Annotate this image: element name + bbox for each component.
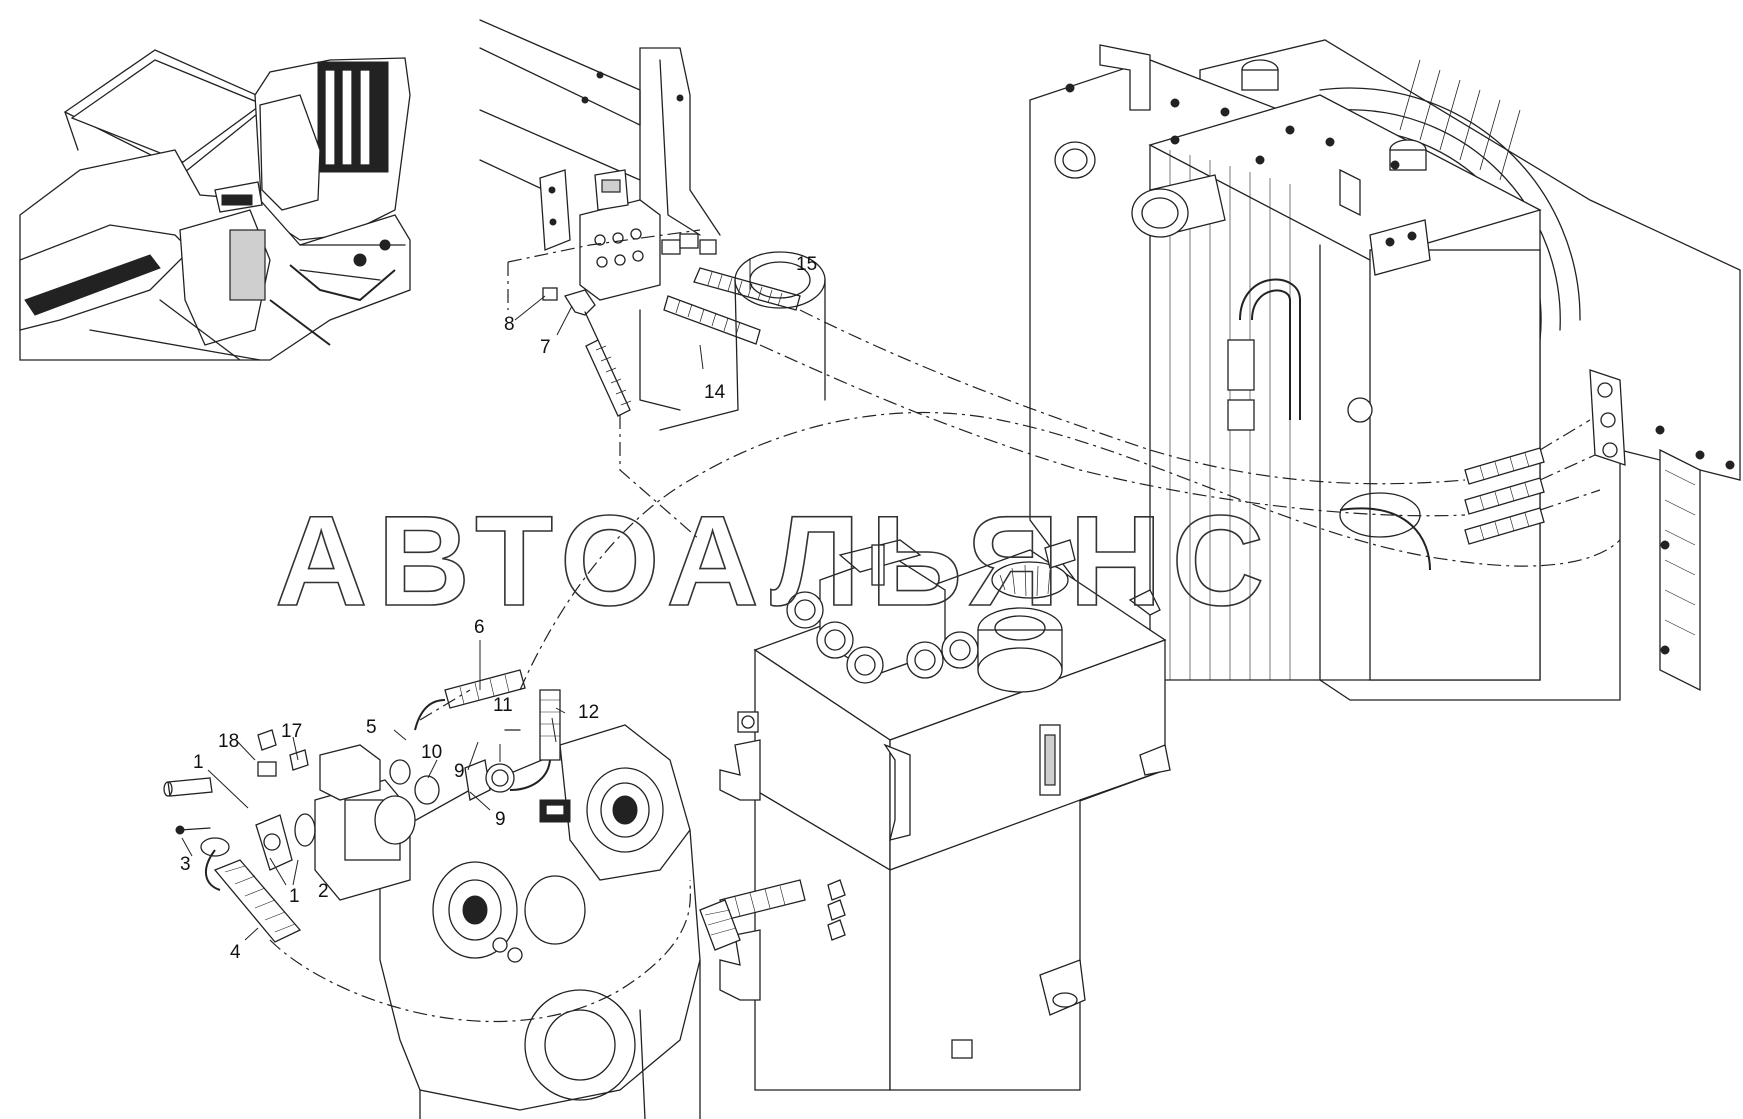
callout-leaders bbox=[181, 258, 751, 941]
callout-14: 14 bbox=[704, 382, 726, 403]
callout-9-lower: 9 bbox=[495, 809, 506, 830]
callout-labels: 1 1 2 3 4 5 6 7 8 9 9 10 11 12 14 15 17 … bbox=[180, 254, 817, 963]
callout-7: 7 bbox=[540, 337, 551, 358]
callout-1-upper: 1 bbox=[193, 752, 204, 773]
callout-9-upper: 9 bbox=[454, 761, 465, 782]
valve-block-assembly bbox=[479, 19, 826, 431]
callout-15: 15 bbox=[796, 254, 817, 275]
callout-12: 12 bbox=[578, 702, 599, 723]
callout-6: 6 bbox=[474, 617, 485, 638]
callout-8: 8 bbox=[504, 314, 515, 335]
watermark-text: АВТОАЛЬЯНС bbox=[275, 490, 1274, 633]
callout-18: 18 bbox=[218, 731, 239, 752]
callout-4: 4 bbox=[230, 942, 241, 963]
callout-3: 3 bbox=[180, 854, 191, 875]
callout-1-lower: 1 bbox=[289, 886, 300, 907]
machine-overview-inset bbox=[19, 49, 411, 361]
cooler-radiator-assembly bbox=[1029, 39, 1741, 701]
callout-11: 11 bbox=[493, 695, 513, 716]
callout-17: 17 bbox=[281, 721, 302, 742]
callout-10: 10 bbox=[421, 742, 442, 763]
gearbox-pump-assembly bbox=[163, 669, 701, 1119]
callout-2: 2 bbox=[318, 881, 329, 902]
hydraulic-tank bbox=[699, 539, 1171, 1091]
callout-5: 5 bbox=[366, 717, 377, 738]
hose-routing-lines bbox=[269, 309, 1621, 1023]
